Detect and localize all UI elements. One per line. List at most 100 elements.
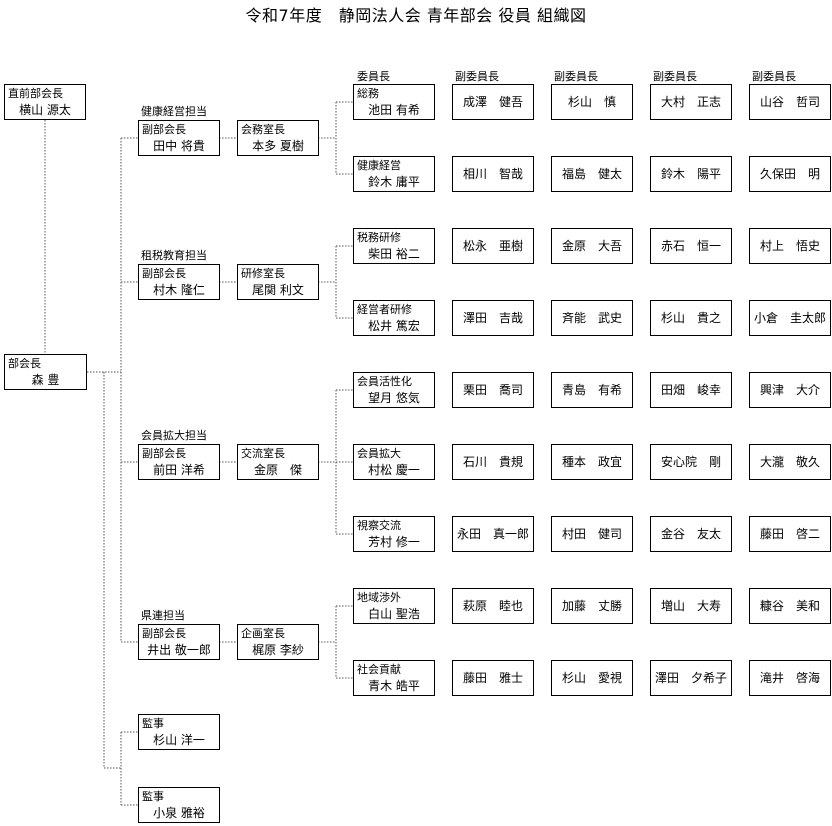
committee-chair-box: 健康経営 鈴木 庸平: [353, 156, 435, 192]
person-name: 石川 貴規: [462, 455, 523, 469]
committee-label: 総務: [357, 87, 379, 100]
committee-label: 会員活性化: [357, 375, 412, 388]
committee-label: 会員拡大: [357, 447, 401, 460]
member-box: 村上 悟史: [749, 228, 831, 264]
office-head-box: 交流室長 金原 傑: [237, 444, 319, 480]
committee-label: 経営者研修: [357, 303, 412, 316]
member-box: 増山 大寿: [650, 588, 732, 624]
person-name: 鈴木 庸平: [368, 175, 420, 189]
person-name: 増山 大寿: [660, 599, 721, 613]
role-label: 研修室長: [241, 267, 285, 280]
person-name: 赤石 恒一: [660, 239, 721, 253]
member-box: 杉山 貴之: [650, 300, 732, 336]
person-name: 杉山 貴之: [660, 311, 721, 325]
role-label: 交流室長: [241, 447, 285, 460]
member-box: 成澤 健吾: [452, 84, 534, 120]
person-name: 青島 有希: [561, 383, 622, 397]
office-head-box: 会務室長 本多 夏樹: [237, 120, 319, 156]
person-name: 大瀧 敬久: [759, 455, 820, 469]
vice-chair-box: 副部会長 前田 洋希: [138, 444, 220, 480]
person-name: 澤田 夕希子: [654, 671, 727, 685]
vice-chair-box: 副部会長 村木 隆仁: [138, 264, 220, 300]
committee-label: 視察交流: [357, 519, 401, 532]
person-name: 杉山 洋一: [153, 733, 205, 747]
column-header: 副委員長: [554, 70, 598, 83]
person-name: 田畑 峻幸: [660, 383, 721, 397]
person-name: 藤田 啓二: [759, 527, 820, 541]
member-box: 興津 大介: [749, 372, 831, 408]
person-name: 小泉 雅裕: [153, 806, 205, 820]
person-name: 成澤 健吾: [462, 95, 523, 109]
committee-chair-box: 総務 池田 有希: [353, 84, 435, 120]
auditor-box: 監事 杉山 洋一: [138, 714, 220, 750]
person-name: 松井 篤宏: [368, 319, 420, 333]
role-label: 企画室長: [241, 627, 285, 640]
person-name: 金谷 友太: [660, 527, 721, 541]
office-head-box: 企画室長 梶原 李紗: [237, 624, 319, 660]
person-name: 久保田 明: [759, 167, 820, 181]
person-name: 芳村 修一: [368, 535, 420, 549]
member-box: 福島 健太: [551, 156, 633, 192]
person-name: 福島 健太: [561, 167, 622, 181]
person-name: 田中 将貴: [153, 139, 205, 153]
person-name: 望月 悠気: [368, 391, 420, 405]
member-box: 赤石 恒一: [650, 228, 732, 264]
person-name: 大村 正志: [660, 95, 721, 109]
vice-chair-box: 副部会長 井出 敬一郎: [138, 624, 220, 660]
member-box: 山谷 哲司: [749, 84, 831, 120]
member-box: 金原 大吾: [551, 228, 633, 264]
person-name: 村上 悟史: [759, 239, 820, 253]
member-box: 久保田 明: [749, 156, 831, 192]
member-box: 種本 政宜: [551, 444, 633, 480]
member-box: 斉能 武史: [551, 300, 633, 336]
member-box: 加藤 丈勝: [551, 588, 633, 624]
role-label: 副部会長: [142, 267, 186, 280]
member-box: 村田 健司: [551, 516, 633, 552]
person-name: 尾関 利文: [252, 283, 304, 297]
section-label: 健康経営担当: [141, 105, 207, 118]
member-box: 萩原 睦也: [452, 588, 534, 624]
committee-chair-box: 税務研修 柴田 裕二: [353, 228, 435, 264]
member-box: 安心院 剛: [650, 444, 732, 480]
column-header: 副委員長: [653, 70, 697, 83]
person-name: 澤田 吉哉: [462, 311, 523, 325]
person-name: 種本 政宜: [561, 455, 622, 469]
member-box: 大村 正志: [650, 84, 732, 120]
member-box: 藤田 雅士: [452, 660, 534, 696]
auditor-box: 監事 小泉 雅裕: [138, 787, 220, 823]
role-label: 副部会長: [142, 123, 186, 136]
person-name: 金原 傑: [253, 463, 302, 477]
person-name: 安心院 剛: [660, 455, 721, 469]
person-name: 森 豊: [31, 373, 60, 387]
person-name: 萩原 睦也: [462, 599, 523, 613]
person-name: 杉山 愛視: [561, 671, 622, 685]
committee-label: 社会貢献: [357, 663, 401, 676]
person-name: 相川 智哉: [462, 167, 523, 181]
role-label: 監事: [142, 790, 164, 803]
person-name: 青木 皓平: [368, 679, 420, 693]
committee-chair-box: 社会貢献 青木 皓平: [353, 660, 435, 696]
person-name: 滝井 啓海: [759, 671, 820, 685]
person-name: 山谷 哲司: [759, 95, 820, 109]
member-box: 澤田 吉哉: [452, 300, 534, 336]
person-name: 斉能 武史: [561, 311, 622, 325]
section-label: 租税教育担当: [141, 249, 207, 262]
person-name: 柴田 裕二: [368, 247, 420, 261]
vice-chair-box: 副部会長 田中 将貴: [138, 120, 220, 156]
person-name: 小倉 圭太郎: [753, 311, 826, 325]
role-label: 副部会長: [142, 447, 186, 460]
person-name: 藤田 雅士: [462, 671, 523, 685]
person-name: 興津 大介: [759, 383, 820, 397]
previous-chair-box: 直前部会長 横山 源太: [4, 84, 86, 120]
member-box: 相川 智哉: [452, 156, 534, 192]
column-header: 副委員長: [455, 70, 499, 83]
member-box: 青島 有希: [551, 372, 633, 408]
committee-label: 地域渉外: [357, 591, 401, 604]
person-name: 松永 亜樹: [462, 239, 523, 253]
person-name: 横山 源太: [19, 103, 71, 117]
committee-chair-box: 視察交流 芳村 修一: [353, 516, 435, 552]
person-name: 糠谷 美和: [759, 599, 820, 613]
person-name: 前田 洋希: [153, 463, 205, 477]
member-box: 田畑 峻幸: [650, 372, 732, 408]
